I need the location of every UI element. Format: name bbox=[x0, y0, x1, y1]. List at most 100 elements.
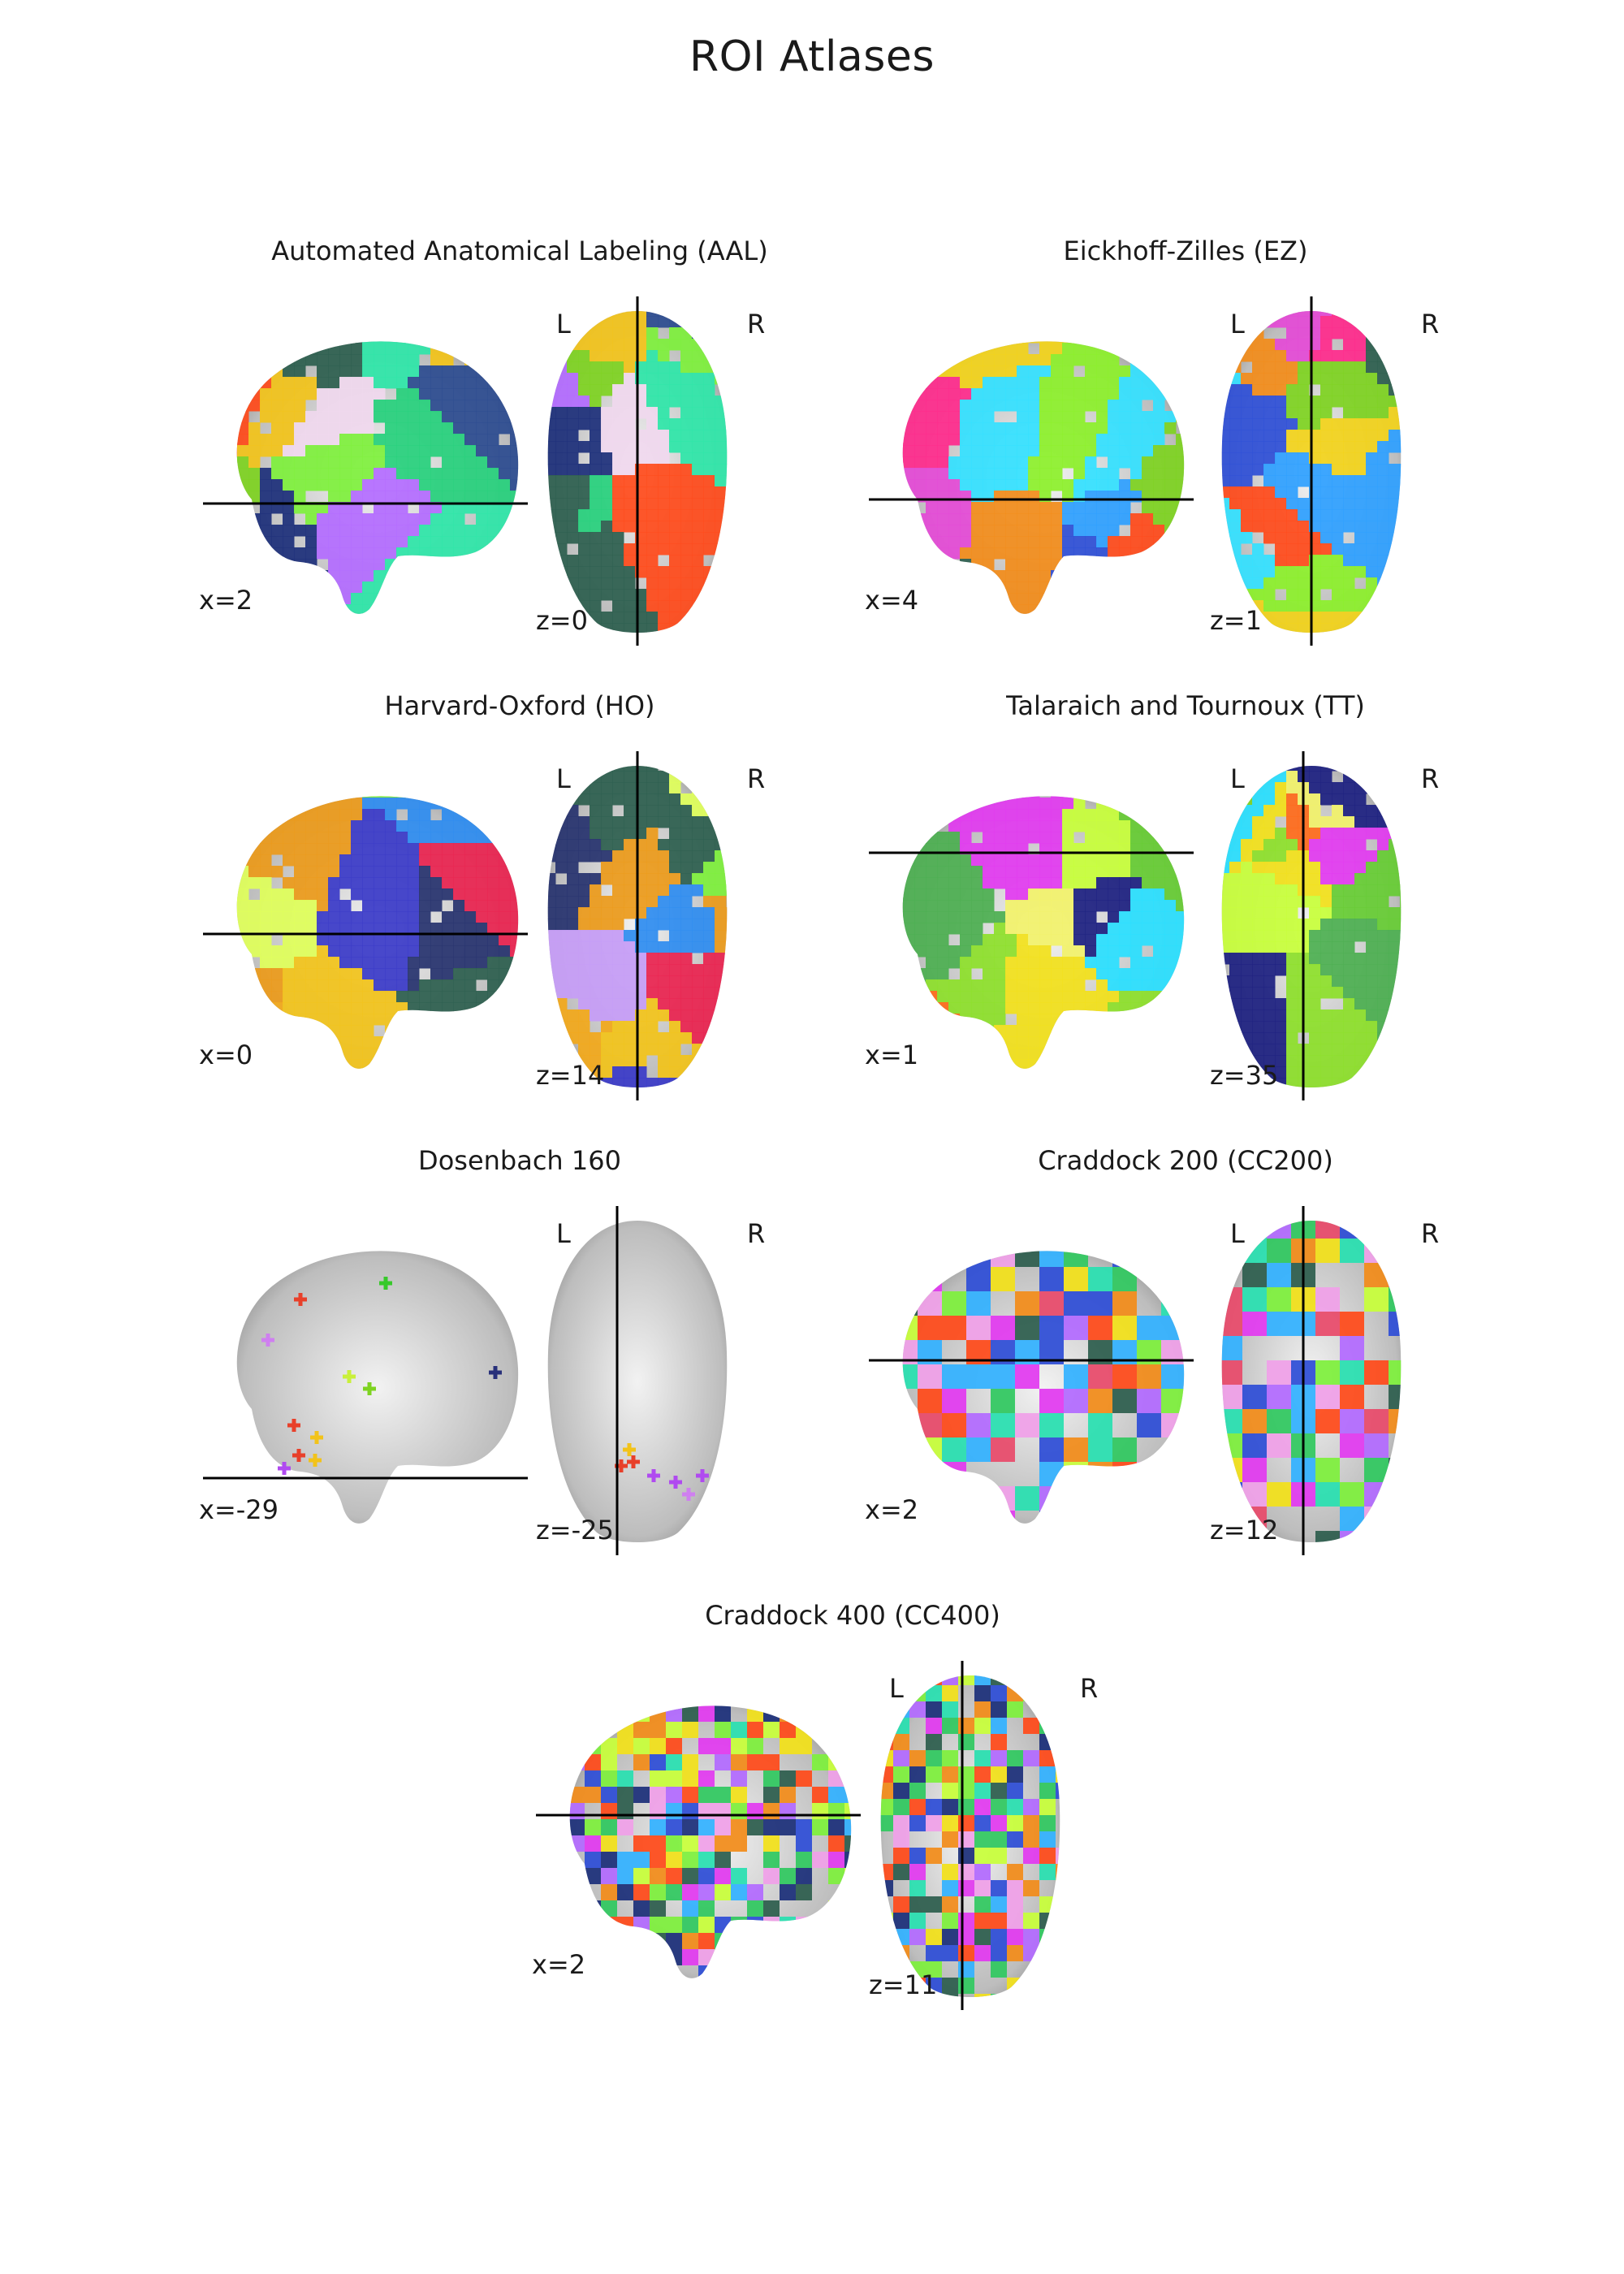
parcel-voxel bbox=[646, 907, 659, 919]
parcel-voxel bbox=[726, 521, 728, 533]
parcel-voxel bbox=[1176, 1002, 1185, 1014]
parcel-voxel bbox=[869, 1070, 881, 1083]
parcel-voxel bbox=[499, 775, 511, 787]
parcel-voxel bbox=[1142, 593, 1154, 605]
parcel-voxel bbox=[715, 521, 727, 533]
parcel-voxel bbox=[624, 396, 636, 408]
parcel-voxel bbox=[1096, 502, 1108, 514]
parcel-voxel bbox=[578, 509, 590, 521]
parcel-voxel bbox=[726, 953, 728, 965]
parcel-voxel bbox=[339, 525, 352, 537]
parcel-voxel bbox=[408, 900, 420, 912]
parcel-voxel bbox=[214, 979, 227, 992]
parcel-voxel bbox=[1085, 502, 1097, 514]
parcel-voxel bbox=[1320, 509, 1332, 521]
parcel-voxel bbox=[926, 309, 938, 321]
parcel-voxel bbox=[1286, 873, 1298, 885]
parcel-voxel bbox=[237, 570, 249, 582]
parcel-voxel bbox=[1252, 884, 1264, 897]
parcel-voxel bbox=[260, 502, 272, 514]
parcel-voxel bbox=[1309, 805, 1321, 817]
parcel-voxel bbox=[1241, 475, 1253, 487]
parcel-voxel bbox=[510, 604, 519, 614]
parcel-voxel bbox=[1142, 559, 1154, 571]
parcel-voxel bbox=[612, 1066, 624, 1079]
parcel-voxel bbox=[339, 604, 352, 614]
parcel-voxel bbox=[1400, 612, 1402, 624]
parcel-voxel bbox=[692, 339, 704, 351]
parcel-voxel bbox=[555, 373, 568, 385]
parcel-voxel bbox=[578, 532, 590, 544]
parcel-voxel bbox=[1028, 445, 1040, 457]
parcel-voxel bbox=[960, 809, 972, 821]
parcel-voxel bbox=[578, 782, 590, 794]
parcel-voxel bbox=[1039, 479, 1052, 491]
parcel-voxel bbox=[283, 775, 295, 787]
parcel-voxel bbox=[1275, 396, 1287, 408]
parcel-voxel bbox=[1286, 600, 1298, 612]
parcel-voxel bbox=[1130, 866, 1142, 878]
parcel-voxel bbox=[715, 498, 727, 510]
parcel-voxel bbox=[971, 1014, 983, 1026]
parcel-voxel bbox=[960, 341, 972, 344]
parcel-voxel bbox=[1366, 350, 1378, 362]
parcel-voxel bbox=[1153, 798, 1165, 810]
parcel-voxel bbox=[271, 809, 283, 821]
parcel-voxel bbox=[1252, 766, 1264, 772]
parcel-voxel bbox=[1028, 434, 1040, 446]
parcel-voxel bbox=[1400, 486, 1402, 499]
parcel-voxel bbox=[237, 991, 249, 1003]
parcel-voxel bbox=[669, 1089, 681, 1101]
parcel-voxel bbox=[869, 968, 881, 980]
parcel-voxel bbox=[1017, 991, 1029, 1003]
parcel-voxel bbox=[726, 316, 728, 328]
parcel-voxel bbox=[510, 593, 519, 605]
parcel-voxel bbox=[248, 354, 261, 366]
parcel-voxel bbox=[362, 593, 374, 605]
parcel-voxel bbox=[1073, 536, 1086, 548]
parcel-voxel bbox=[476, 796, 488, 798]
parcel-voxel bbox=[669, 907, 681, 919]
parcel-voxel bbox=[1241, 805, 1253, 817]
parcel-voxel bbox=[1073, 468, 1086, 480]
parcel-voxel bbox=[960, 479, 972, 491]
parcel-voxel bbox=[1400, 327, 1402, 339]
parcel-voxel bbox=[1028, 536, 1040, 548]
parcel-voxel bbox=[1073, 525, 1086, 537]
parcel-voxel bbox=[1366, 339, 1378, 351]
parcel-voxel bbox=[1286, 919, 1298, 931]
parcel-voxel bbox=[578, 975, 590, 988]
parcel-voxel bbox=[1252, 782, 1264, 794]
panel-title: Eickhoff-Zilles (EZ) bbox=[1063, 236, 1308, 266]
parcel-voxel bbox=[555, 509, 568, 521]
axial-coordinate-label: z=14 bbox=[536, 1060, 605, 1091]
parcel-voxel bbox=[1073, 422, 1086, 434]
parcel-voxel bbox=[453, 377, 465, 389]
parcel-voxel bbox=[1354, 339, 1367, 351]
parcel-voxel bbox=[248, 923, 261, 935]
parcel-voxel bbox=[236, 491, 238, 503]
parcel-voxel bbox=[453, 1025, 465, 1037]
parcel-voxel bbox=[1142, 445, 1154, 457]
parcel-voxel bbox=[1221, 998, 1230, 1010]
parcel-voxel bbox=[726, 816, 728, 828]
parcel-voxel bbox=[237, 513, 249, 525]
parcel-voxel bbox=[1354, 930, 1367, 942]
parcel-voxel bbox=[1028, 979, 1040, 992]
parcel-voxel bbox=[902, 923, 904, 935]
parcel-voxel bbox=[994, 445, 1006, 457]
parcel-voxel bbox=[1221, 766, 1230, 772]
parcel-voxel bbox=[590, 623, 602, 633]
parcel-voxel bbox=[880, 809, 892, 821]
parcel-voxel bbox=[937, 559, 949, 571]
parcel-voxel bbox=[1229, 998, 1242, 1010]
parcel-voxel bbox=[692, 350, 704, 362]
parcel-voxel bbox=[362, 525, 374, 537]
parcel-voxel bbox=[1298, 418, 1310, 430]
parcel-voxel bbox=[658, 623, 670, 633]
parcel-voxel bbox=[317, 309, 329, 321]
parcel-voxel bbox=[317, 968, 329, 980]
parcel-voxel bbox=[1377, 543, 1389, 556]
parcel-voxel bbox=[994, 923, 1006, 935]
parcel-voxel bbox=[1187, 343, 1199, 355]
